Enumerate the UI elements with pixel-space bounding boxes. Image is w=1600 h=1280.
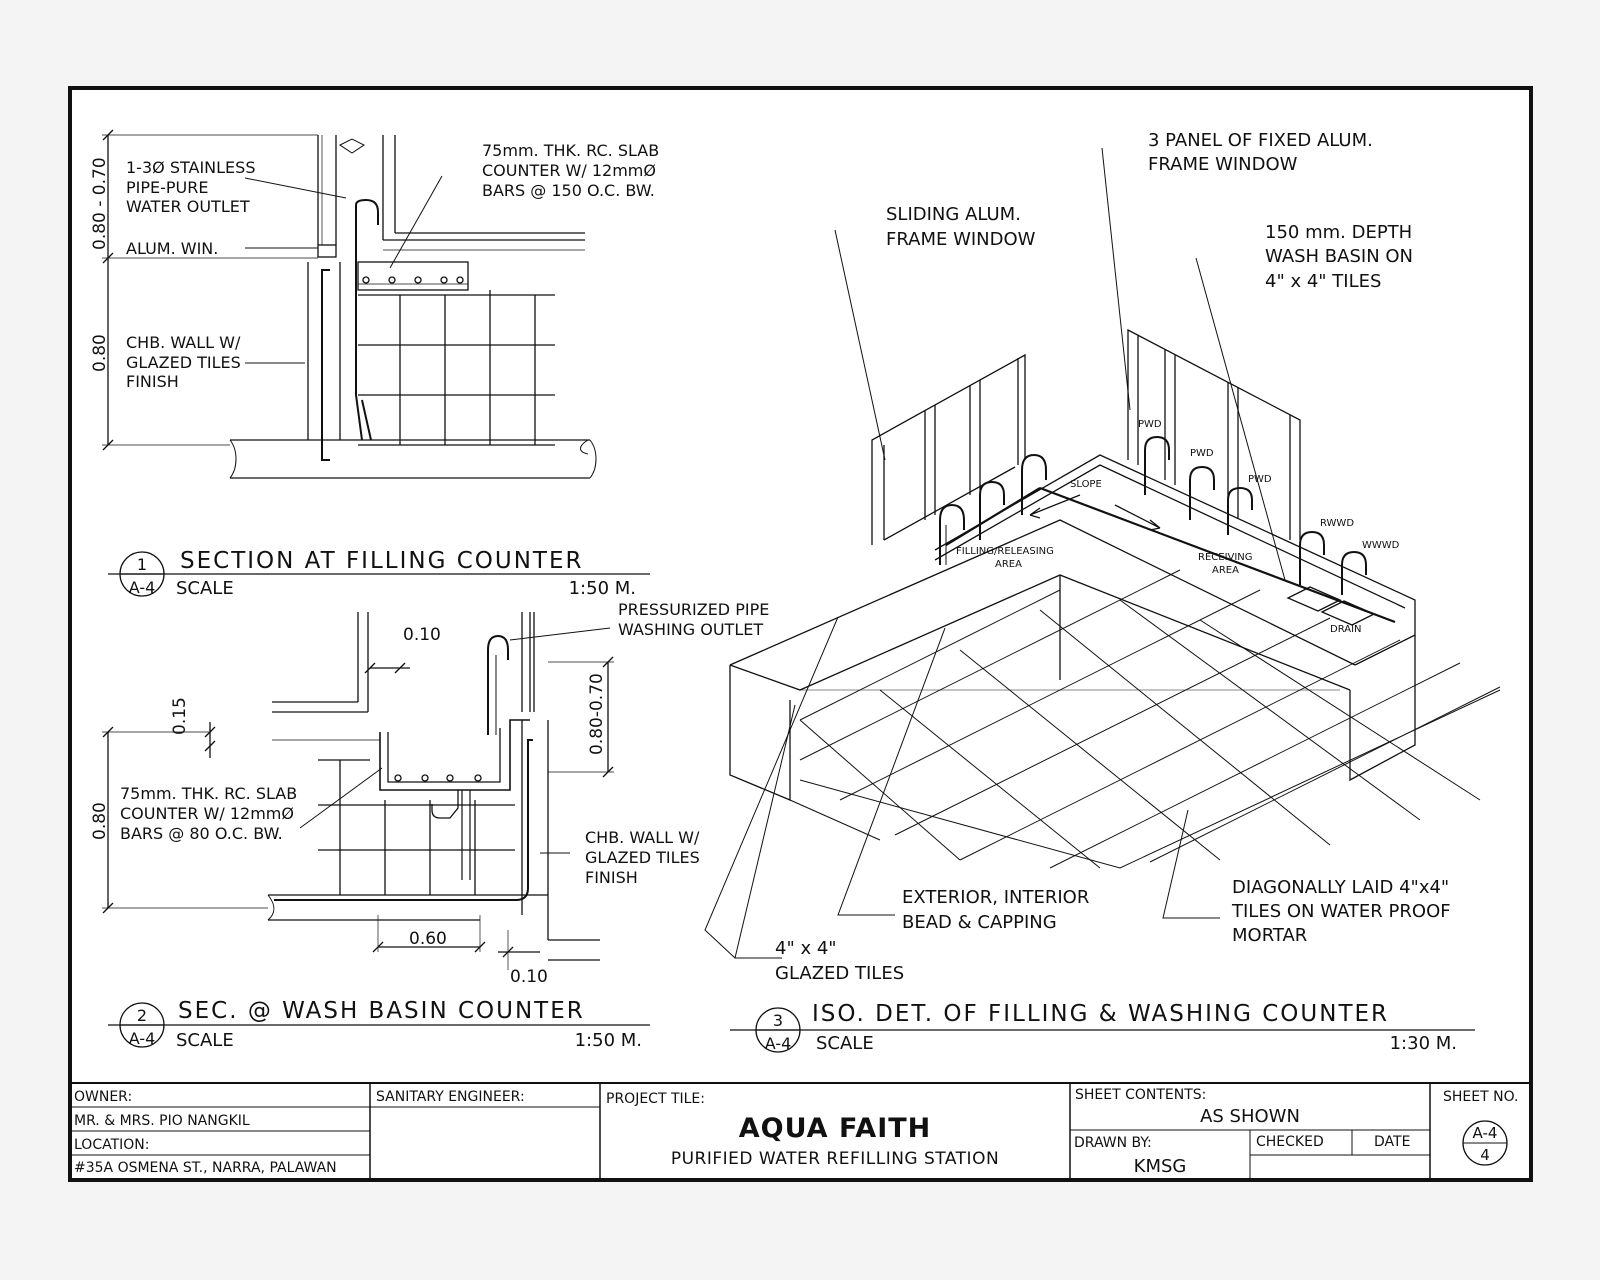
detail-3-bead-label-1: EXTERIOR, INTERIOR	[902, 887, 1089, 908]
detail-1-scale-value: 1:50 M.	[569, 578, 636, 599]
owner-value: MR. & MRS. PIO NANGKIL	[74, 1113, 250, 1129]
detail-1-scale-label: SCALE	[176, 578, 234, 599]
detail-1-wall-label-1: CHB. WALL W/	[126, 333, 241, 352]
detail-2-scale-value: 1:50 M.	[575, 1030, 642, 1051]
detail-3-tag-pwd-2: PWD	[1190, 448, 1214, 459]
detail-2-scale-label: SCALE	[176, 1030, 234, 1051]
detail-1-slab-label-1: 75mm. THK. RC. SLAB	[482, 141, 659, 160]
detail-2-title: SEC. @ WASH BASIN COUNTER	[178, 998, 585, 1024]
detail-3-tag-rwwd: RWWD	[1320, 518, 1354, 529]
detail-2-outlet-label-1: PRESSURIZED PIPE	[618, 600, 769, 619]
detail-1-slab-label-2: COUNTER W/ 12mmØ	[482, 161, 656, 180]
detail-2-wall-label-3: FINISH	[585, 868, 638, 887]
detail-3-tag-pwd-3: PWD	[1248, 474, 1272, 485]
detail-3-diag-label-2: TILES ON WATER PROOF	[1231, 901, 1451, 922]
detail-2-dim-right: 0.80-0.70	[587, 673, 607, 755]
detail-2-dim-wall: 0.80	[90, 802, 110, 840]
detail-2-slab-label-1: 75mm. THK. RC. SLAB	[120, 784, 297, 803]
title-block-text: OWNER: MR. & MRS. PIO NANGKIL LOCATION: …	[74, 1087, 1518, 1177]
detail-3-number: 3	[773, 1011, 783, 1030]
detail-3-tag-slope: SLOPE	[1070, 479, 1102, 490]
detail-1-section-filling-counter	[102, 129, 650, 597]
detail-1-sheet-ref: A-4	[129, 578, 156, 597]
detail-3-glazed-label-1: 4" x 4"	[775, 938, 837, 959]
detail-2-dim-015: 0.15	[170, 697, 190, 735]
detail-3-title: ISO. DET. OF FILLING & WASHING COUNTER	[812, 1001, 1389, 1027]
detail-3-diag-label-3: MORTAR	[1232, 925, 1307, 946]
detail-3-tag-receiving-2: AREA	[1212, 565, 1239, 576]
detail-1-number: 1	[137, 555, 147, 574]
detail-3-scale-value: 1:30 M.	[1390, 1033, 1457, 1054]
detail-3-tag-drain: DRAIN	[1330, 624, 1362, 635]
location-value: #35A OSMENA ST., NARRA, PALAWAN	[74, 1160, 337, 1176]
project-label: PROJECT TILE:	[606, 1091, 705, 1107]
detail-3-fixed-label-1: 3 PANEL OF FIXED ALUM.	[1148, 130, 1373, 151]
detail-2-slab-label-2: COUNTER W/ 12mmØ	[120, 804, 294, 823]
detail-1-dim-top: 0.80 - 0.70	[90, 157, 110, 250]
detail-2-text: 0.10 0.15 0.80 0.80-0.70 0.60 0.10 PRESS…	[90, 600, 769, 1051]
detail-1-pipe-label-3: WATER OUTLET	[126, 197, 250, 216]
owner-label: OWNER:	[74, 1089, 132, 1105]
title-block	[70, 1082, 1531, 1180]
detail-3-text: 3 PANEL OF FIXED ALUM. FRAME WINDOW SLID…	[765, 130, 1457, 1054]
detail-1-wall-label-3: FINISH	[126, 372, 179, 391]
sheet-count: 4	[1480, 1146, 1490, 1164]
detail-2-dim-010-top: 0.10	[403, 625, 441, 645]
detail-3-diag-label-1: DIAGONALLY LAID 4"x4"	[1232, 877, 1449, 898]
detail-3-sliding-label-1: SLIDING ALUM.	[886, 204, 1021, 225]
detail-2-wall-label-2: GLAZED TILES	[585, 848, 700, 867]
detail-3-tag-wwwd: WWWD	[1362, 540, 1400, 551]
detail-1-text: 0.80 - 0.70 0.80 1-3Ø STAINLESS PIPE-PUR…	[90, 141, 659, 599]
detail-2-section-wash-basin	[102, 612, 650, 1048]
drawn-label: DRAWN BY:	[1074, 1135, 1152, 1151]
detail-3-sliding-label-2: FRAME WINDOW	[886, 229, 1036, 250]
detail-3-basin-label-1: 150 mm. DEPTH	[1265, 222, 1412, 243]
detail-3-bead-label-2: BEAD & CAPPING	[902, 912, 1057, 933]
detail-2-outlet-label-2: WASHING OUTLET	[618, 620, 763, 639]
detail-1-win-label: ALUM. WIN.	[126, 239, 218, 258]
detail-3-tag-pwd-1: PWD	[1138, 419, 1162, 430]
checked-label: CHECKED	[1256, 1134, 1324, 1150]
detail-3-fixed-label-2: FRAME WINDOW	[1148, 154, 1298, 175]
detail-2-sheet-ref: A-4	[129, 1029, 156, 1048]
detail-1-title: SECTION AT FILLING COUNTER	[180, 548, 583, 574]
detail-3-scale-label: SCALE	[816, 1033, 874, 1054]
detail-3-basin-label-3: 4" x 4" TILES	[1265, 271, 1381, 292]
detail-1-pipe-label-2: PIPE-PURE	[126, 178, 208, 197]
detail-3-tag-filling-1: FILLING/RELEASING	[956, 546, 1054, 557]
detail-1-wall-label-2: GLAZED TILES	[126, 353, 241, 372]
detail-1-dim-wall: 0.80	[90, 334, 110, 372]
date-label: DATE	[1374, 1134, 1410, 1150]
detail-2-dim-060: 0.60	[409, 929, 447, 949]
detail-3-isometric-counter	[704, 147, 1501, 1053]
detail-2-number: 2	[137, 1006, 147, 1025]
project-subtitle: PURIFIED WATER REFILLING STATION	[671, 1149, 999, 1169]
sheet-no-label: SHEET NO.	[1443, 1089, 1518, 1105]
detail-2-slab-label-3: BARS @ 80 O.C. BW.	[120, 824, 283, 843]
project-name: AQUA FAITH	[739, 1113, 932, 1144]
detail-3-glazed-label-2: GLAZED TILES	[775, 963, 904, 984]
contents-label: SHEET CONTENTS:	[1075, 1087, 1206, 1103]
detail-1-pipe-label-1: 1-3Ø STAINLESS	[126, 158, 255, 177]
detail-3-tag-filling-2: AREA	[995, 559, 1022, 570]
detail-2-dim-010-bottom: 0.10	[510, 967, 548, 987]
detail-3-tag-receiving-1: RECEIVING	[1198, 552, 1253, 563]
drawn-value: KMSG	[1134, 1156, 1187, 1177]
detail-2-wall-label-1: CHB. WALL W/	[585, 828, 700, 847]
sheet-number: A-4	[1473, 1124, 1498, 1142]
engineer-label: SANITARY ENGINEER:	[376, 1089, 525, 1105]
detail-3-basin-label-2: WASH BASIN ON	[1265, 246, 1413, 267]
contents-value: AS SHOWN	[1200, 1106, 1300, 1127]
detail-1-slab-label-3: BARS @ 150 O.C. BW.	[482, 181, 655, 200]
detail-3-sheet-ref: A-4	[765, 1034, 792, 1053]
location-label: LOCATION:	[74, 1137, 149, 1153]
